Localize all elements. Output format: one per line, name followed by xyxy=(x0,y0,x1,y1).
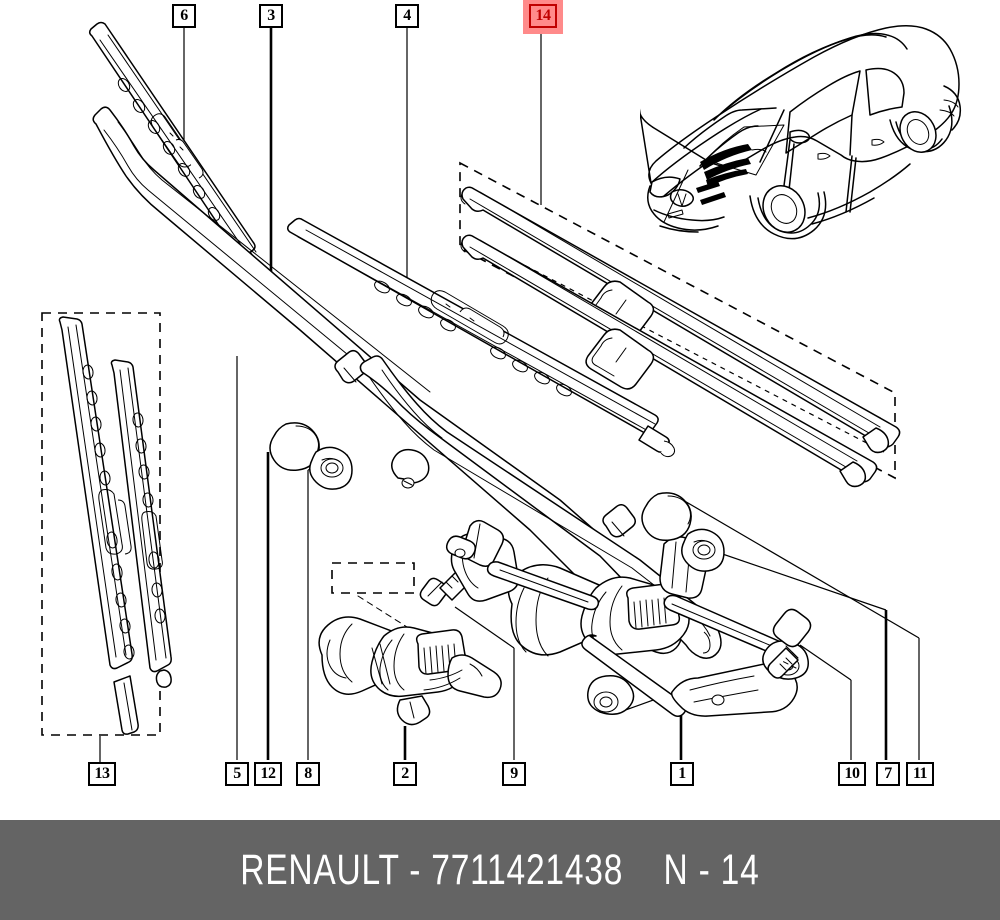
callout-13[interactable]: 13 xyxy=(88,762,116,786)
callout-4[interactable]: 4 xyxy=(395,4,419,28)
spindle-cap-left xyxy=(269,422,320,472)
callout-10[interactable]: 10 xyxy=(838,762,866,786)
spindle-nut-right xyxy=(681,528,725,572)
callout-2[interactable]: 2 xyxy=(393,762,417,786)
spindle-nut-left xyxy=(309,446,353,490)
spindle-cap-right xyxy=(641,492,692,542)
callout-14[interactable]: 14 xyxy=(529,4,557,28)
wiper-motor xyxy=(318,562,502,726)
callout-1[interactable]: 1 xyxy=(670,762,694,786)
flat-wiper-blade-lower xyxy=(460,234,878,488)
wiper-blade-centre xyxy=(286,217,676,458)
linkage-bolt xyxy=(767,608,812,679)
callout-6[interactable]: 6 xyxy=(172,4,196,28)
blade-kit-region xyxy=(41,312,161,736)
vehicle-illustration xyxy=(640,25,962,240)
callout-11[interactable]: 11 xyxy=(906,762,934,786)
vehicle-wiper-blades xyxy=(700,144,767,187)
flat-wiper-blade-upper xyxy=(460,186,901,454)
callout-5[interactable]: 5 xyxy=(225,762,249,786)
callout-3[interactable]: 3 xyxy=(259,4,283,28)
wiper-blade-kit-left xyxy=(58,316,172,735)
callout-12[interactable]: 12 xyxy=(254,762,282,786)
footer-bar: RENAULT - 7711421438 N - 14 xyxy=(0,820,1000,920)
callout-8[interactable]: 8 xyxy=(296,762,320,786)
footer-part-label: RENAULT - 7711421438 N - 14 xyxy=(240,845,760,894)
callout-7[interactable]: 7 xyxy=(876,762,900,786)
callout-9[interactable]: 9 xyxy=(502,762,526,786)
